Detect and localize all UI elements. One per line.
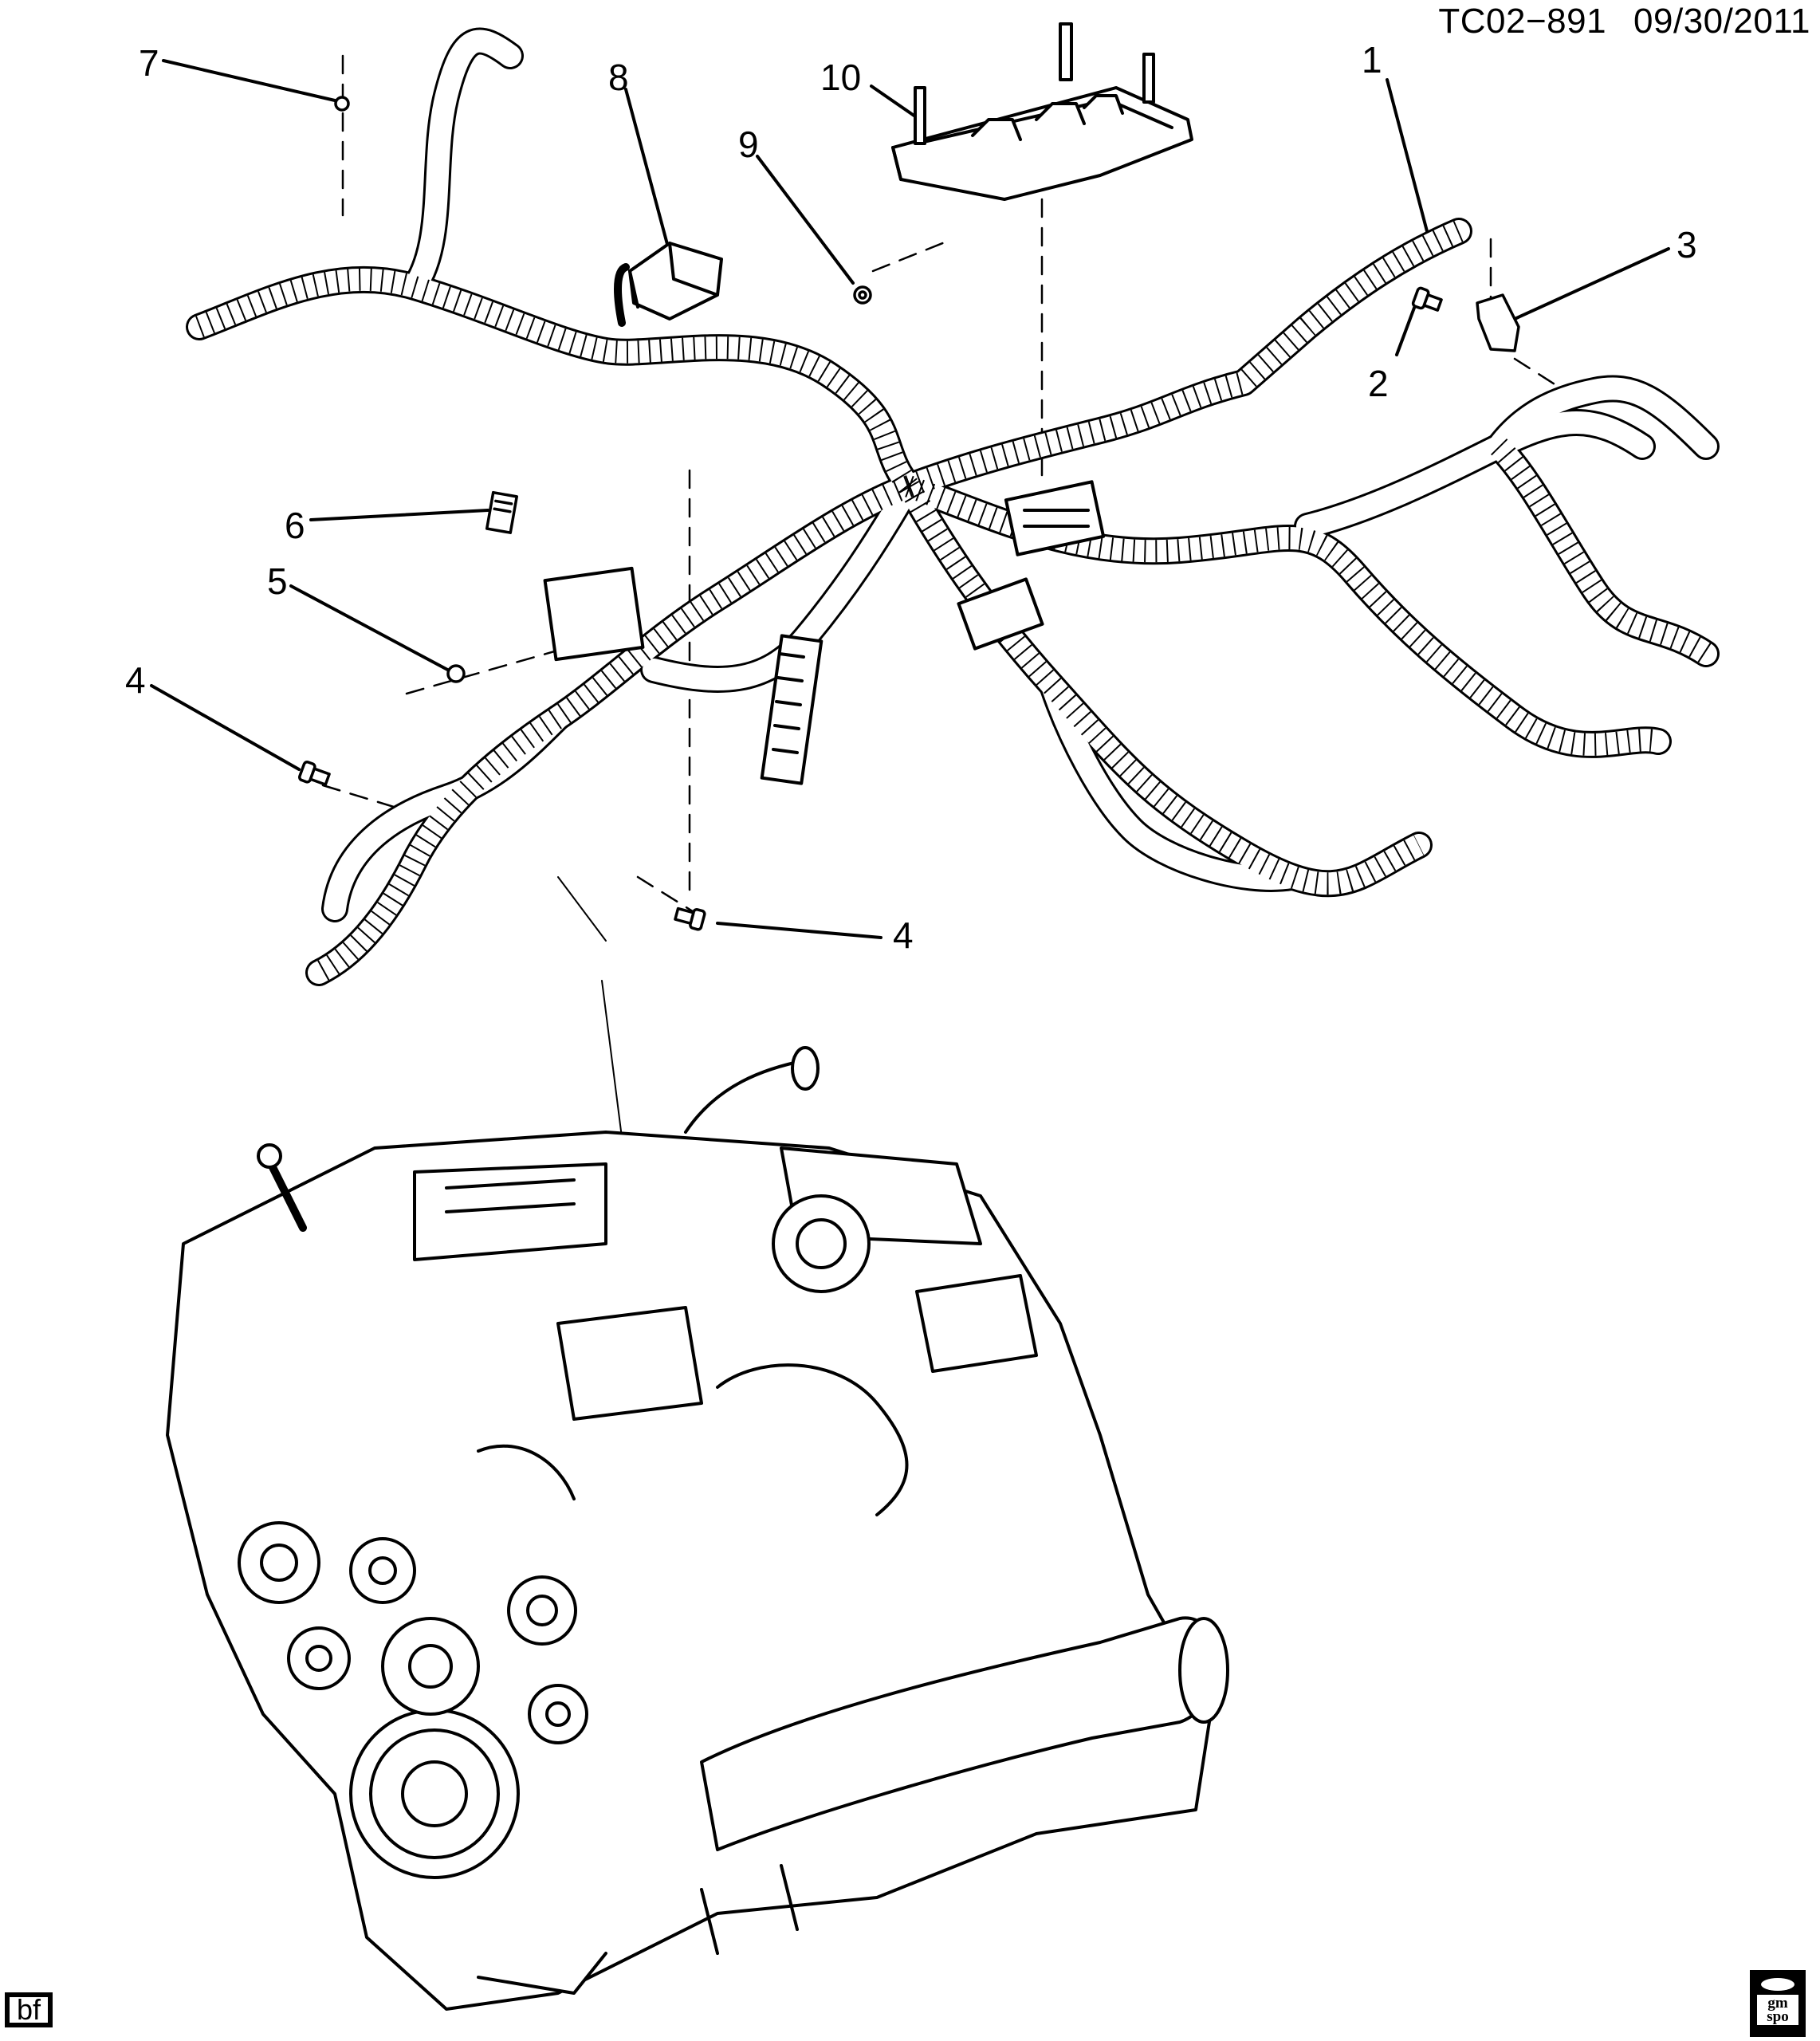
callout-4-lower: 4 [893, 914, 914, 956]
callout-1: 1 [1362, 39, 1382, 81]
callout-2: 2 [1368, 363, 1389, 404]
diagram-date: 09/30/2011 [1633, 2, 1810, 41]
logo-text: gm spo [1757, 1995, 1798, 2025]
leader-lines [150, 59, 1670, 939]
engine-control-module-connector [760, 634, 824, 785]
logo-oval-icon [1761, 1978, 1794, 1991]
callout-4-upper: 4 [125, 659, 146, 701]
callout-6: 6 [285, 505, 305, 546]
illustrator-badge: bf [5, 1992, 53, 2027]
callout-7: 7 [139, 42, 159, 84]
callout-9: 9 [738, 124, 759, 165]
callout-10: 10 [820, 57, 862, 98]
illustrator-initials: bf [16, 1993, 41, 2026]
callout-3: 3 [1677, 224, 1697, 265]
fuse-block-cover-shape [891, 22, 1193, 201]
engine-assembly [166, 1046, 1229, 2011]
relay-box-shape [614, 242, 723, 327]
harness-connector-block [543, 480, 1106, 662]
fasteners [297, 96, 1520, 931]
diagram-header: TC02−891 09/30/2011 [1438, 2, 1810, 41]
diagram-id: TC02−891 [1438, 2, 1607, 41]
callout-5: 5 [267, 560, 288, 602]
gm-spo-logo: gm spo [1750, 1970, 1806, 2037]
callout-8: 8 [608, 57, 629, 98]
